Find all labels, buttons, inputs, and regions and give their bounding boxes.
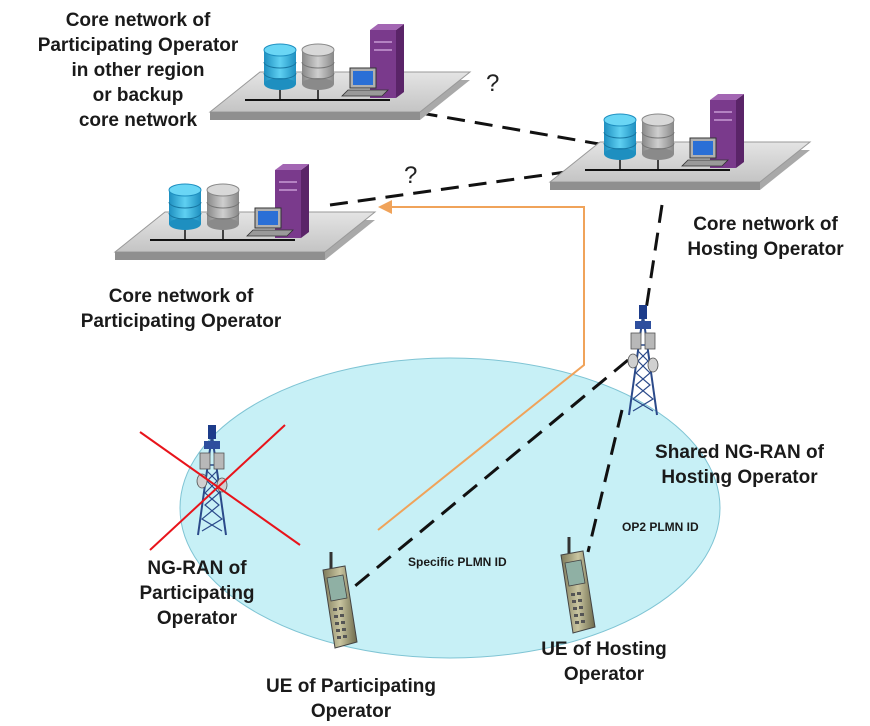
label-line: UE of Participating bbox=[266, 676, 436, 697]
label-op2-plmn: OP2 PLMN ID bbox=[622, 520, 699, 534]
label-line: Operator bbox=[563, 664, 645, 685]
link-ngran-to-ue-participating bbox=[354, 358, 629, 588]
label-line: Core network of bbox=[108, 286, 254, 307]
orange-path-line bbox=[377, 206, 585, 531]
label-line: or backup bbox=[92, 85, 184, 106]
label-line: Operator bbox=[310, 701, 392, 722]
label-ue-hosting: UE of Hosting Operator bbox=[518, 637, 690, 687]
dashed-links bbox=[329, 106, 664, 588]
link-core-other-to-hosting bbox=[391, 106, 606, 147]
label-line: in other region bbox=[71, 60, 205, 81]
label-line: Shared NG-RAN of bbox=[655, 442, 824, 463]
label-shared-ngran: Shared NG-RAN of Hosting Operator bbox=[632, 440, 847, 490]
label-line: Core network of bbox=[65, 10, 211, 31]
label-ue-participating: UE of Participating Operator bbox=[240, 674, 462, 724]
label-core-other-region: Core network of Participating Operator i… bbox=[2, 8, 274, 133]
core-network-participating-icon bbox=[114, 163, 376, 261]
orange-path bbox=[377, 200, 585, 531]
label-line: Operator bbox=[156, 608, 238, 629]
question-mark-1: ? bbox=[486, 70, 500, 97]
label-line: Core network of bbox=[693, 214, 838, 235]
label-specific-plmn: Specific PLMN ID bbox=[408, 555, 507, 569]
label-line: NG-RAN of bbox=[147, 558, 247, 579]
label-line: UE of Hosting bbox=[541, 639, 667, 660]
label-line: Hosting Operator bbox=[687, 239, 844, 260]
label-line: core network bbox=[78, 110, 198, 131]
label-core-hosting: Core network of Hosting Operator bbox=[668, 212, 863, 262]
orange-arrowhead bbox=[378, 200, 392, 214]
link-ngran-to-ue-hosting bbox=[586, 409, 624, 553]
label-core-participating: Core network of Participating Operator bbox=[56, 284, 306, 334]
link-core-participating-to-hosting bbox=[329, 168, 581, 207]
label-line: Participating bbox=[139, 583, 255, 604]
label-line: Participating Operator bbox=[80, 311, 282, 332]
label-line: Participating Operator bbox=[37, 35, 239, 56]
link-hosting-core-to-ngran bbox=[644, 204, 664, 311]
label-ngran-participating: NG-RAN of Participating Operator bbox=[112, 556, 282, 631]
question-mark-2: ? bbox=[404, 162, 418, 189]
label-line: Hosting Operator bbox=[661, 467, 818, 488]
disabled-cross-icon bbox=[139, 424, 301, 551]
